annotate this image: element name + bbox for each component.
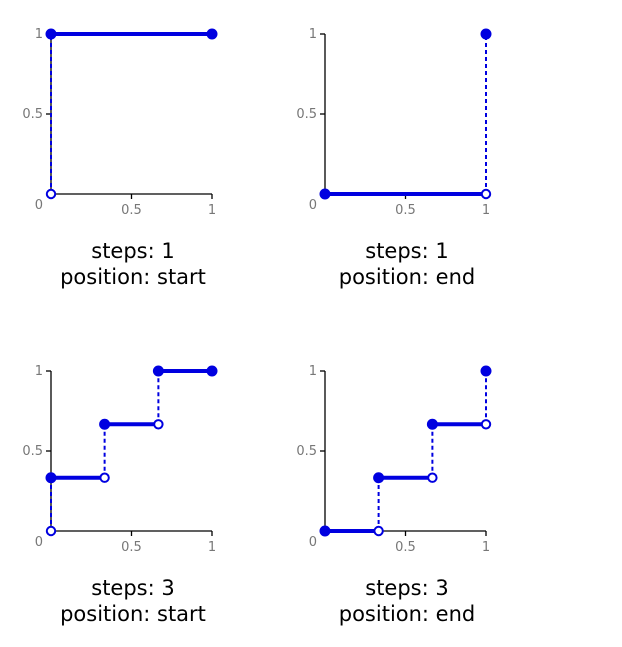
closed-point bbox=[206, 365, 218, 377]
closed-point bbox=[373, 472, 385, 484]
closed-point bbox=[206, 28, 218, 40]
y-tick-label: 0 bbox=[309, 535, 317, 550]
y-tick-label: 0.5 bbox=[296, 444, 317, 459]
closed-point bbox=[480, 28, 492, 40]
chart-caption-line: position: start bbox=[60, 265, 206, 289]
closed-point bbox=[426, 418, 438, 430]
y-tick-label: 1 bbox=[309, 27, 317, 42]
y-tick-label: 0.5 bbox=[22, 444, 43, 459]
chart-caption-line: steps: 3 bbox=[91, 576, 174, 600]
x-tick-label: 0.5 bbox=[395, 540, 416, 555]
y-tick-label: 1 bbox=[35, 364, 43, 379]
x-tick-label: 0.5 bbox=[395, 203, 416, 218]
x-tick-label: 1 bbox=[208, 540, 216, 555]
open-point bbox=[480, 188, 492, 200]
y-tick-label: 0 bbox=[309, 198, 317, 213]
x-tick-label: 1 bbox=[482, 203, 490, 218]
x-tick-label: 0.5 bbox=[121, 540, 142, 555]
y-tick-label: 1 bbox=[35, 27, 43, 42]
open-point bbox=[153, 419, 164, 430]
closed-point bbox=[319, 188, 331, 200]
chart-caption-line: position: end bbox=[339, 265, 476, 289]
y-tick-label: 1 bbox=[309, 364, 317, 379]
y-tick-label: 0 bbox=[35, 535, 43, 550]
x-tick-label: 0.5 bbox=[121, 203, 142, 218]
chart-caption-line: steps: 3 bbox=[365, 576, 448, 600]
closed-point bbox=[99, 418, 111, 430]
open-point bbox=[427, 472, 438, 483]
open-point bbox=[45, 188, 57, 200]
chart-caption-line: steps: 1 bbox=[91, 239, 174, 263]
y-tick-label: 0.5 bbox=[296, 107, 317, 122]
y-tick-label: 0 bbox=[35, 198, 43, 213]
open-point bbox=[99, 472, 110, 483]
open-point bbox=[45, 525, 57, 537]
chart-caption-line: position: end bbox=[339, 602, 476, 626]
chart-caption-line: position: start bbox=[60, 602, 206, 626]
open-point bbox=[480, 419, 492, 430]
closed-point bbox=[319, 525, 331, 537]
closed-point bbox=[480, 365, 492, 377]
y-tick-label: 0.5 bbox=[22, 107, 43, 122]
x-tick-label: 1 bbox=[208, 203, 216, 218]
x-tick-label: 1 bbox=[482, 540, 490, 555]
open-point bbox=[373, 525, 384, 537]
closed-point bbox=[45, 28, 57, 40]
closed-point bbox=[152, 365, 164, 377]
closed-point bbox=[45, 472, 57, 484]
chart-caption-line: steps: 1 bbox=[365, 239, 448, 263]
